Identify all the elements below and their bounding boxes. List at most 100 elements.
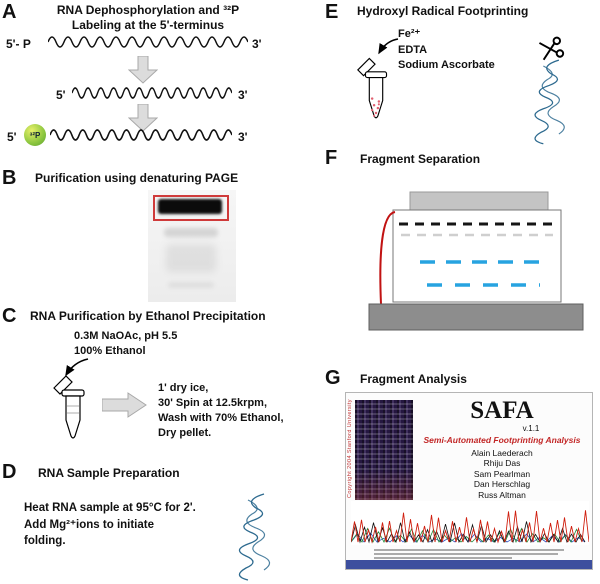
safa-bottom-bar [346,560,592,569]
panel-a-title: RNA Dephosphorylation and ³²P Labeling a… [28,3,268,33]
band-selection-box [153,195,229,221]
panel-a-title-line2: Labeling at the 5'-terminus [71,18,225,32]
cleaved-rna-icon [534,59,565,145]
tube-rim [61,389,85,397]
panel-c-steps: 1' dry ice, 30' Spin at 12.5krpm, Wash w… [158,381,284,441]
pointer-arrow-icon [378,38,399,55]
pointer-arrow-path [378,38,399,55]
reagent-ascorbate: Sodium Ascorbate [398,59,495,71]
panel-a-title-line1: RNA Dephosphorylation and ³²P [56,3,240,17]
safa-gel-thumbnail [355,400,413,500]
rna-strand1-wave [48,36,248,48]
down-arrow-shape [128,56,158,84]
panel-f-title: Fragment Separation [360,152,481,166]
gel-faint-band [168,282,214,288]
scissors-handle [552,36,562,46]
author: Dan Herschlag [473,479,531,490]
reagent-ethanol: 100% Ethanol [74,345,146,357]
strand3-5prime-label: 5' [7,130,17,144]
rna-coil-path [541,65,565,135]
down-arrow-icon [128,104,158,132]
reagent-fe: Fe²⁺ [398,28,421,40]
wave-path [50,129,232,141]
step-spin: 30' Spin at 12.5krpm, [158,397,267,409]
gel-faint-band [164,228,218,237]
author: Russ Altman [478,489,526,500]
safa-title: SAFA [470,397,534,424]
gel-comb [409,191,549,211]
microcentrifuge-tube-icon [53,375,85,439]
step-dry-ice: 1' dry ice, [158,382,209,394]
tube-cap [357,57,376,77]
pointer-arrow-path [65,358,89,377]
reagent-edta: EDTA [398,43,428,56]
instruction-heat: Heat RNA sample at 95°C for 2'. [24,502,196,514]
strand2-3prime-label: 3' [238,88,248,102]
strand1-5prime-label: 5'- P [6,37,31,51]
reaction-tube-icon [357,57,388,119]
right-arrow-icon [102,392,147,418]
step-wash: Wash with 70% Ethanol, [158,412,284,424]
panel-c-reagents: 0.3M NaOAc, pH 5.5 100% Ethanol [74,329,177,359]
strand3-3prime-label: 3' [238,130,248,144]
panel-d-instructions: Heat RNA sample at 95°C for 2'. Add Mg²⁺… [24,500,196,550]
strand2-5prime-label: 5' [56,88,66,102]
safa-fine-print [374,549,566,561]
panel-c-title: RNA Purification by Ethanol Precipitatio… [30,309,266,323]
safa-subtitle: Semi-Automated Footprinting Analysis [423,435,581,445]
fine-print-line [374,553,558,555]
rna-coil-path [534,59,560,145]
rna-strand3-wave [50,129,232,141]
tube-rim [364,71,388,79]
right-arrow-shape [102,392,147,418]
author: Alain Laederach [471,448,533,458]
panel-d-label: D [2,461,17,483]
scissors-blades [538,42,558,61]
fine-print-line [374,557,512,559]
folded-rna-icon [238,493,271,581]
tube-body [65,395,81,439]
scissors-icon [538,36,565,61]
rna-coil-path [238,493,265,581]
gel-apparatus [368,191,584,331]
gel-smear [166,244,216,272]
electrode-wire [379,211,396,305]
instruction-folding: folding. [24,535,66,547]
down-arrow-shape [128,104,158,132]
fine-print-line [374,549,564,551]
safa-copyright-vertical-text: Copyright 2004 Stanford University [347,399,353,498]
p32-radiolabel-badge: ³²P [24,124,46,146]
instruction-mg: Add Mg²⁺ions to initiate [24,518,154,531]
panel-e-label: E [325,1,339,23]
reagent-naoac: 0.3M NaOAc, pH 5.5 [74,330,178,342]
panel-g-title: Fragment Analysis [360,372,467,386]
step-dry-pellet: Dry pellet. [158,427,212,439]
rna-coil-path [246,499,271,571]
panel-e-reagents: Fe²⁺ EDTA Sodium Ascorbate [398,27,495,74]
rna-strand2-wave [72,87,232,99]
strand1-3prime-label: 3' [252,37,262,51]
panel-f-label: F [325,147,338,169]
tube-pink-speckles [370,97,381,117]
panel-d-title: RNA Sample Preparation [38,466,180,480]
pointer-arrow-icon [65,358,89,377]
panel-e-title: Hydroxyl Radical Footprinting [357,4,529,18]
scissors-handle [555,49,565,58]
safa-splash-screen: Copyright 2004 Stanford University SAFA … [345,392,593,570]
panel-c-label: C [2,305,17,327]
down-arrow-icon [128,56,158,84]
trace-green [351,527,583,544]
panel-b-title: Purification using denaturing PAGE [35,171,239,185]
page-gel-image [148,190,236,302]
trace-red [351,510,589,544]
tube-cap [53,375,73,395]
wave-path [72,87,232,99]
gel-top-band [158,199,222,214]
panel-g-label: G [325,367,341,389]
safa-version: v.1.1 [522,424,540,433]
buffer-tank-base [368,303,584,331]
wave-path [48,36,248,48]
panel-b-label: B [2,167,17,189]
author: Rhiju Das [483,458,521,469]
